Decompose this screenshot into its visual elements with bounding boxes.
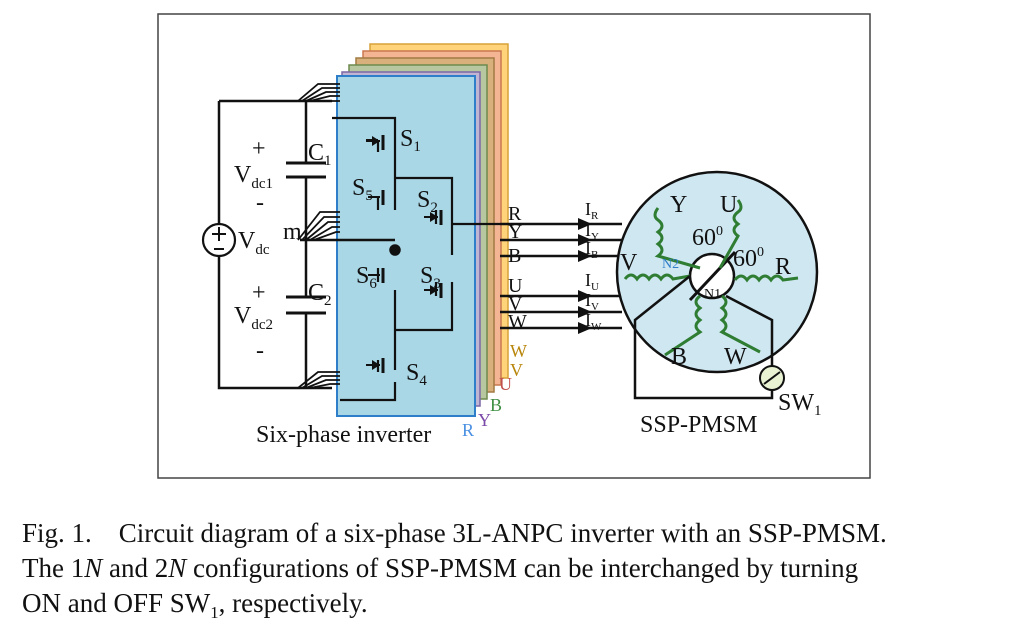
minus-bottom-label: - (256, 338, 264, 364)
plus-bottom-label: + (252, 280, 266, 306)
current-iw-label: IW (585, 310, 602, 333)
c2-label: C2 (308, 280, 332, 309)
motor (615, 170, 819, 400)
phase-output-lines (500, 222, 622, 330)
inverter-title: Six-phase inverter (256, 422, 431, 448)
caption-fig-label: Fig. 1. (22, 518, 92, 548)
stack-w-label: W (510, 341, 527, 361)
stack-b-label: B (490, 395, 502, 415)
output-w-label: W (508, 311, 527, 333)
current-iu-label: IU (585, 270, 599, 293)
figure-caption: Fig. 1. Circuit diagram of a six-phase 3… (22, 516, 1007, 621)
stack-r-label: R (462, 420, 474, 440)
n1-label: N1 (704, 287, 721, 302)
vdc1-label: Vdc1 (234, 162, 273, 192)
current-ib-label: IB (585, 238, 598, 261)
caption-sw-sub: 1 (210, 602, 219, 622)
capacitor-icon (286, 161, 326, 179)
s1-label: S1 (400, 126, 421, 155)
caption-line-3: ON and OFF SW1, respectively. (22, 586, 1007, 621)
motor-y-label: Y (670, 192, 687, 218)
inverter-layer-stack (336, 43, 509, 417)
s2-label: S2 (417, 187, 438, 216)
caption-line-1: Fig. 1. Circuit diagram of a six-phase 3… (22, 516, 1007, 551)
angle-2-label: 600 (733, 245, 764, 272)
motor-title: SSP-PMSM (640, 412, 757, 438)
motor-v-label: V (620, 250, 638, 276)
output-v-label: V (508, 293, 523, 315)
s6-label: S6 (356, 263, 377, 292)
c1-label: C1 (308, 140, 332, 169)
igbt-switch-icon (366, 135, 385, 150)
current-ir-label: IR (585, 199, 599, 222)
igbt-switch-icon (424, 283, 443, 298)
sw1-wire (633, 275, 774, 400)
s5-label: S5 (352, 175, 373, 204)
winding-coil-icon (623, 199, 799, 357)
plus-top-label: + (252, 136, 266, 162)
busbar-fan-mid (297, 211, 340, 241)
caption-line1-text: Circuit diagram of a six-phase 3L-ANPC i… (118, 518, 887, 548)
caption-math: N (168, 553, 187, 583)
caption-off: OFF (113, 588, 164, 618)
angle-1-label: 600 (692, 224, 723, 251)
motor-r-label: R (775, 254, 791, 280)
caption-on: ON (22, 588, 61, 618)
switch-sw1-icon (759, 365, 785, 391)
output-r-label: R (508, 203, 522, 225)
sw1-label: SW1 (778, 390, 822, 419)
busbar-fan-top (297, 83, 340, 102)
output-b-label: B (508, 245, 521, 267)
motor-b-label: B (671, 344, 687, 370)
stack-v-label: V (510, 360, 523, 380)
caption-text: configurations of SSP-PMSM can be interc… (186, 553, 859, 583)
stack-y-label: Y (478, 410, 491, 430)
caption-text: and 2 (102, 553, 169, 583)
caption-line-2: The 1N and 2N configurations of SSP-PMSM… (22, 551, 1007, 586)
current-arrows (578, 218, 592, 334)
motor-w-label: W (724, 344, 747, 370)
current-iy-label: IY (585, 220, 599, 243)
busbar-fan-bottom (297, 371, 340, 389)
output-y-label: Y (508, 221, 522, 243)
mid-point-label: m (283, 219, 302, 245)
s4-label: S4 (406, 360, 427, 389)
igbt-switch-icon (368, 268, 385, 283)
current-iv-label: IV (585, 290, 599, 313)
vdc-label: Vdc (238, 228, 270, 258)
igbt-switch-icon (366, 358, 385, 373)
vdc2-label: Vdc2 (234, 303, 273, 333)
dc-source-icon (201, 222, 237, 258)
n2-label: N2 (662, 257, 679, 272)
caption-text: , respectively. (218, 588, 368, 618)
capacitor-icon (286, 295, 326, 315)
circuit-diagram: + Vdc1 - Vdc m + Vdc2 - C1 C2 S1 S5 S2 S… (157, 13, 871, 479)
caption-text: and (61, 588, 114, 618)
igbt-switch-icon (368, 190, 385, 205)
output-u-label: U (508, 275, 523, 297)
switch-network (332, 116, 500, 402)
figure-frame (157, 13, 871, 479)
caption-text: The 1 (22, 553, 85, 583)
minus-top-label: - (256, 190, 264, 216)
s3-label: S3 (420, 263, 441, 292)
igbt-switch-icon (424, 210, 443, 225)
stack-u-label: U (499, 374, 512, 394)
motor-u-label: U (720, 192, 737, 218)
caption-math: N (84, 553, 103, 583)
caption-sw: SW (169, 588, 211, 618)
